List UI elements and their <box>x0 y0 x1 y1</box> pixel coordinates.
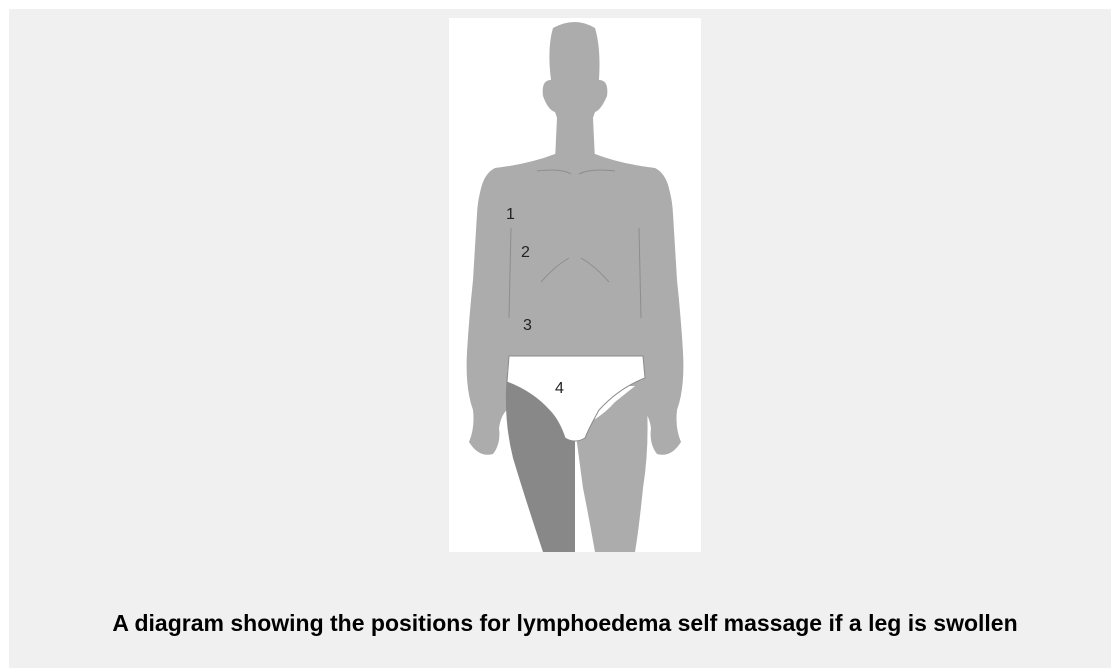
position-label-4: 4 <box>555 380 564 397</box>
neck <box>555 118 595 160</box>
position-label-2: 2 <box>521 244 530 261</box>
lymphoedema-diagram: 1 2 3 4 <box>449 18 701 552</box>
position-label-1: 1 <box>506 206 515 223</box>
position-label-3: 3 <box>523 317 532 334</box>
body-illustration: 1 2 3 4 <box>449 18 701 552</box>
left-arm <box>467 170 511 455</box>
content-panel: 1 2 3 4 A diagram showing the positions … <box>9 9 1111 668</box>
diagram-caption: A diagram showing the positions for lymp… <box>69 609 1061 638</box>
